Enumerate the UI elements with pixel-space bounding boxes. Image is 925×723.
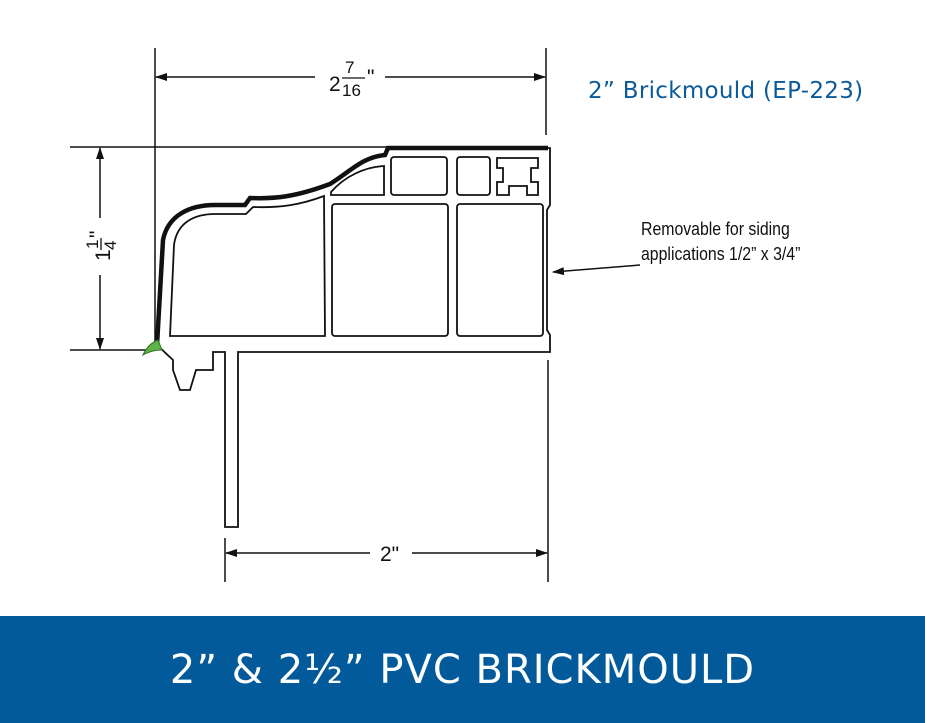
dim-denominator: 4: [101, 241, 120, 250]
weather-seal: [141, 339, 163, 357]
banner-title: 2” & 2½” PVC BRICKMOULD: [169, 646, 756, 693]
dimension-label-top: 2 7 16 ": [329, 58, 374, 100]
accessory-groove: [496, 157, 539, 196]
chamber: [390, 156, 448, 196]
pvc-profile: [154, 145, 551, 528]
chamber: [330, 165, 385, 196]
note-line-2: applications 1/2” x 3/4”: [641, 244, 801, 264]
dim-whole: 1: [92, 249, 115, 261]
note-line-1: Removable for siding: [641, 219, 790, 239]
profile-outer-edge: [154, 145, 548, 346]
dim-numerator: 7: [345, 58, 354, 77]
dim-unit: ": [86, 231, 109, 238]
chamber: [331, 203, 449, 337]
dimension-label-height: 1 1 4 ": [83, 231, 120, 261]
title-banner: 2” & 2½” PVC BRICKMOULD: [0, 616, 925, 723]
dim-whole: 2: [329, 73, 341, 96]
chamber: [456, 203, 544, 337]
dimension-label-bottom: 2": [380, 543, 399, 566]
dim-numerator: 1: [83, 240, 102, 249]
dim-unit: ": [367, 66, 374, 89]
dim-denominator: 16: [342, 81, 361, 100]
chamber: [456, 156, 491, 196]
chamber: [169, 194, 326, 337]
note-leader-arrow: [552, 264, 641, 276]
product-title: 2” Brickmould (EP-223): [588, 78, 864, 104]
